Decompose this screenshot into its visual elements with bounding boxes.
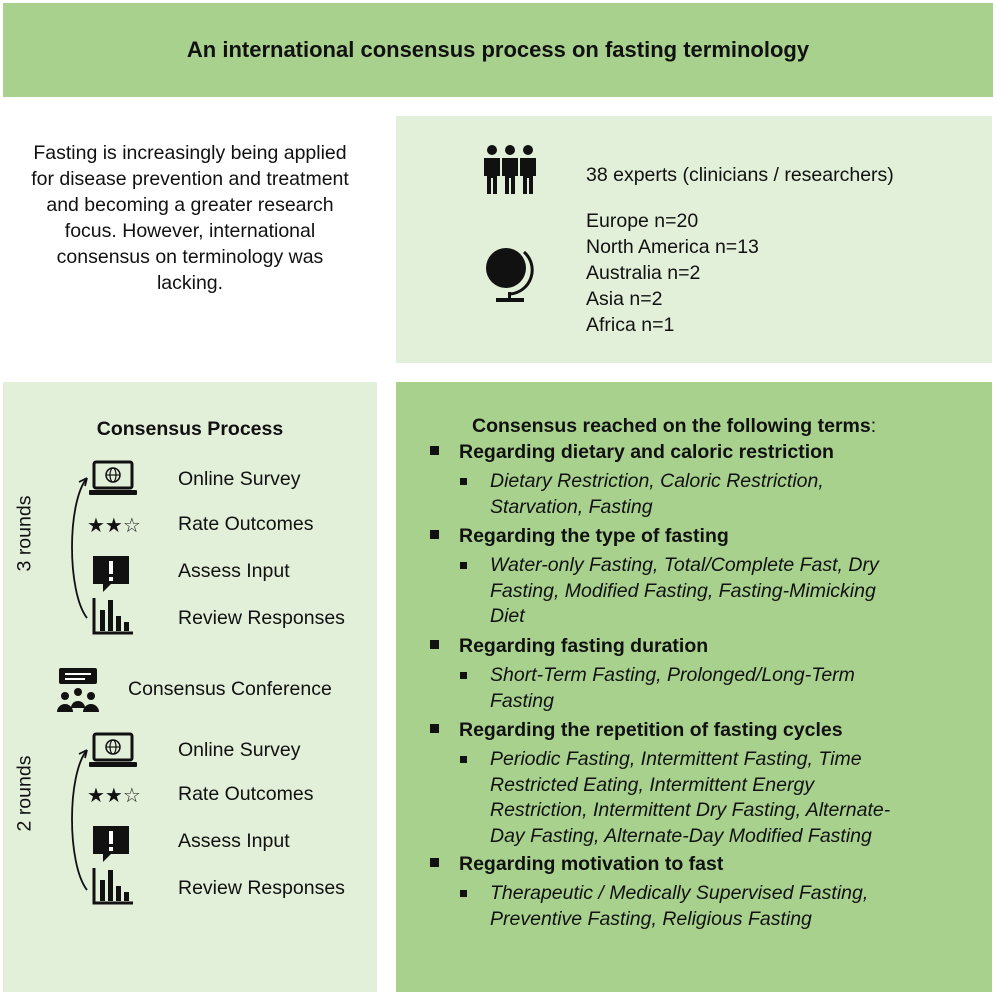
category-heading-text: Regarding the repetition of fasting cycl… xyxy=(459,719,843,741)
region-africa: Africa n=1 xyxy=(586,314,675,336)
category-items-text: Therapeutic / Medically Supervised Fasti… xyxy=(490,882,869,930)
laptop-globe-icon-2 xyxy=(89,732,137,767)
terms-title-text: Consensus reached on the following terms xyxy=(472,415,871,437)
category-items: Periodic Fasting, Intermittent Fasting, … xyxy=(460,747,910,849)
exclamation-bubble-icon xyxy=(93,556,129,592)
stars-icon-2: ★★☆ xyxy=(87,785,141,807)
people-icon xyxy=(484,145,536,194)
step-rate-outcomes-1: Rate Outcomes xyxy=(178,513,314,535)
exclamation-bubble-icon-2 xyxy=(93,826,129,862)
page-title: An international consensus process on fa… xyxy=(186,37,810,62)
bar-chart-icon xyxy=(92,598,133,635)
rounds-label-2: 2 rounds xyxy=(13,755,36,832)
experts-panel: 38 experts (clinicians / researchers) Eu… xyxy=(396,116,992,363)
category-heading-text: Regarding dietary and caloric restrictio… xyxy=(459,441,834,463)
step-online-survey-1: Online Survey xyxy=(178,468,301,490)
region-asia: Asia n=2 xyxy=(586,288,663,310)
terms-title: Consensus reached on the following terms… xyxy=(472,415,876,438)
experts-count: 38 experts (clinicians / researchers) xyxy=(586,164,894,186)
process-title: Consensus Process xyxy=(96,418,284,440)
category-heading-text: Regarding fasting duration xyxy=(459,635,709,657)
laptop-globe-icon xyxy=(89,460,137,495)
step-rate-outcomes-2: Rate Outcomes xyxy=(178,783,314,805)
terms-title-colon: : xyxy=(870,415,877,437)
intro-text: Fasting is increasingly being applied fo… xyxy=(31,142,349,294)
conference-icon xyxy=(57,668,99,712)
category-items-text: Short-Term Fasting, Prolonged/Long-Term … xyxy=(490,664,855,712)
rounds-label-1: 3 rounds xyxy=(13,495,36,572)
cycle-arrow-icon xyxy=(71,477,88,619)
bar-chart-icon-2 xyxy=(92,868,133,905)
terms-panel: Consensus reached on the following terms… xyxy=(396,382,992,992)
cycle-arrow-icon-2 xyxy=(71,749,88,891)
consensus-conference: Consensus Conference xyxy=(128,678,332,700)
category-items: Water-only Fasting, Total/Complete Fast,… xyxy=(460,553,910,630)
process-panel: Consensus Process 3 rounds Online Survey… xyxy=(3,382,377,992)
category-heading: Regarding fasting duration xyxy=(430,635,708,658)
category-heading: Regarding motivation to fast xyxy=(430,853,723,876)
step-assess-input-1: Assess Input xyxy=(178,560,290,582)
step-review-responses-1: Review Responses xyxy=(178,607,345,629)
globe-icon xyxy=(486,248,534,302)
category-heading: Regarding dietary and caloric restrictio… xyxy=(430,441,834,464)
category-items-text: Water-only Fasting, Total/Complete Fast,… xyxy=(490,554,879,627)
region-north-america: North America n=13 xyxy=(586,236,759,258)
stars-icon: ★★☆ xyxy=(87,515,141,537)
title-bar: An international consensus process on fa… xyxy=(3,3,993,97)
region-australia: Australia n=2 xyxy=(586,262,701,284)
step-review-responses-2: Review Responses xyxy=(178,877,345,899)
category-items-text: Dietary Restriction, Caloric Restriction… xyxy=(490,470,824,518)
step-online-survey-2: Online Survey xyxy=(178,739,301,761)
step-assess-input-2: Assess Input xyxy=(178,830,290,852)
category-heading: Regarding the repetition of fasting cycl… xyxy=(430,719,843,742)
category-heading-text: Regarding motivation to fast xyxy=(459,853,724,875)
category-items: Dietary Restriction, Caloric Restriction… xyxy=(460,469,910,520)
category-items: Short-Term Fasting, Prolonged/Long-Term … xyxy=(460,663,910,714)
category-heading-text: Regarding the type of fasting xyxy=(459,525,729,547)
region-europe: Europe n=20 xyxy=(586,210,699,232)
category-items-text: Periodic Fasting, Intermittent Fasting, … xyxy=(490,748,891,847)
category-heading: Regarding the type of fasting xyxy=(430,525,729,548)
category-items: Therapeutic / Medically Supervised Fasti… xyxy=(460,881,910,932)
